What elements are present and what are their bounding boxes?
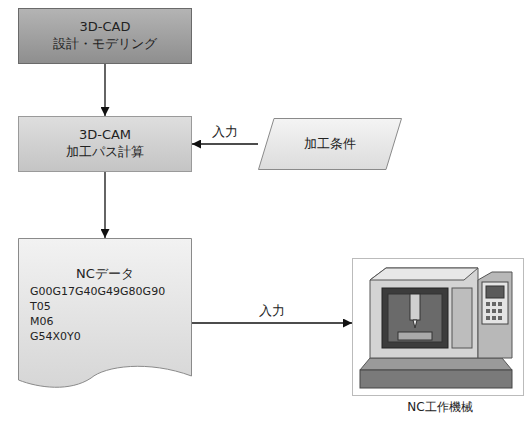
input-parallelogram: 加工条件 xyxy=(258,118,402,170)
machine-node: NC工作機械 xyxy=(352,258,528,418)
node-title: NC工作機械 xyxy=(352,400,528,416)
process-box: 3D-CAM加工パス計算 xyxy=(18,116,192,172)
node-title: 3D-CAD xyxy=(26,19,184,36)
nc-code-line: G00G17G40G49G80G90 xyxy=(30,285,180,300)
nc-code-line: G54X0Y0 xyxy=(30,330,180,345)
edge-label: 入力 xyxy=(209,124,241,140)
nc-code-line: M06 xyxy=(30,315,180,330)
machine-illustration xyxy=(352,258,524,396)
flow-arrow xyxy=(192,143,258,144)
process-box: 3D-CAD設計・モデリング xyxy=(18,8,192,64)
flow-arrow xyxy=(192,322,352,323)
node-title: 3D-CAM xyxy=(26,127,184,144)
node-title: 加工条件 xyxy=(280,136,380,153)
node-title: NCデータ xyxy=(30,265,180,283)
nc-code-line: T05 xyxy=(30,300,180,315)
flow-arrow xyxy=(104,172,105,238)
document-shape: NCデータ G00G17G40G49G80G90T05M06G54X0Y0 xyxy=(18,238,192,388)
node-subtitle: 加工パス計算 xyxy=(26,144,184,161)
edge-label: 入力 xyxy=(256,303,288,319)
flow-arrow xyxy=(104,64,105,116)
node-subtitle: 設計・モデリング xyxy=(26,36,184,53)
